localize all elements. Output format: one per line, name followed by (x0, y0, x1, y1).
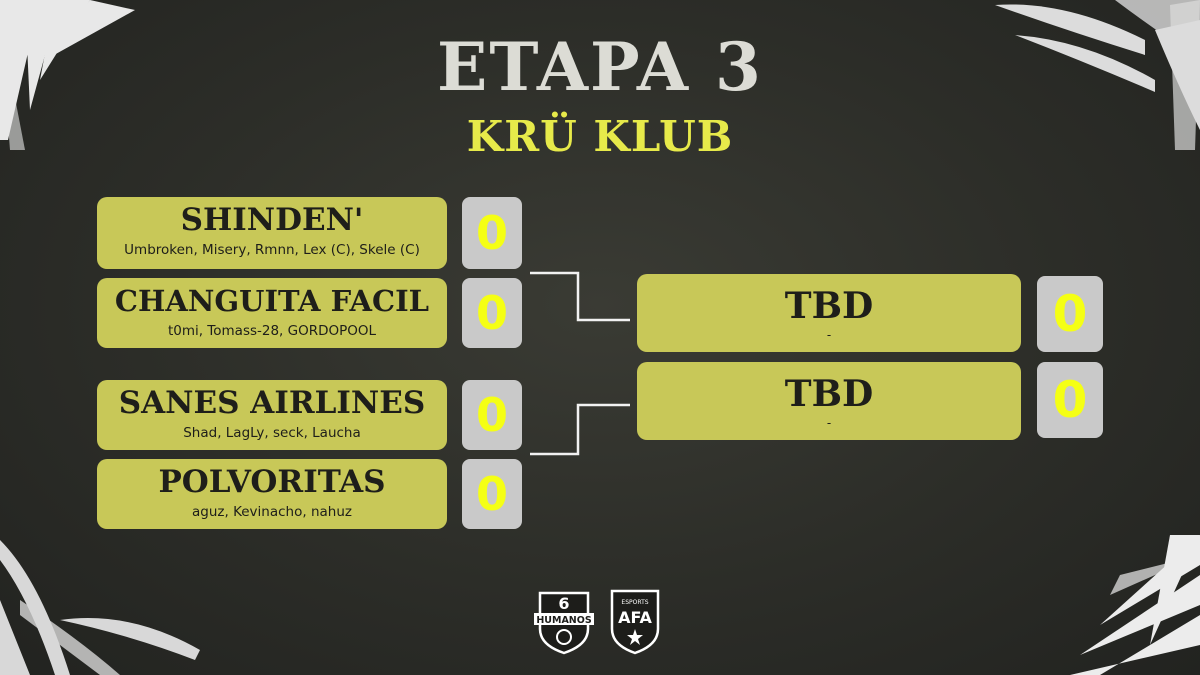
team-name: TBD (784, 373, 874, 415)
page-title: ETAPA 3 (437, 28, 763, 106)
afa-top-text: ESPORTS (621, 599, 648, 606)
team-name: SHINDEN' (180, 202, 364, 238)
team-players: - (826, 328, 832, 342)
sun-rays-bottom-left-icon (0, 540, 200, 675)
bracket-connector-top (530, 271, 630, 322)
team-name: CHANGUITA FACIL (114, 284, 430, 318)
team-card-tbd-1: TBD - (637, 274, 1021, 352)
team-card-shinden: SHINDEN' Umbroken, Misery, Rmnn, Lex (C)… (97, 197, 447, 269)
score-box: 0 (1037, 362, 1103, 438)
humanos-logo: 6 HUMANOS (534, 591, 594, 655)
score-box: 0 (462, 459, 522, 529)
bracket-connector-bottom (530, 403, 630, 456)
afa-text: AFA (618, 608, 652, 627)
afa-esports-logo: ESPORTS AFA (610, 589, 660, 655)
team-name: POLVORITAS (158, 464, 386, 500)
team-players: Umbroken, Misery, Rmnn, Lex (C), Skele (… (124, 242, 420, 258)
team-players: aguz, Kevinacho, nahuz (192, 504, 352, 520)
team-card-polvoritas: POLVORITAS aguz, Kevinacho, nahuz (97, 459, 447, 529)
team-name: TBD (784, 285, 874, 327)
score-box: 0 (462, 278, 522, 348)
team-card-tbd-2: TBD - (637, 362, 1021, 440)
humanos-number: 6 (558, 594, 569, 613)
page-subtitle: KRÜ KLUB (466, 112, 734, 161)
team-name: SANES AIRLINES (118, 385, 426, 421)
team-card-sanes-airlines: SANES AIRLINES Shad, LagLy, seck, Laucha (97, 380, 447, 450)
team-players: Shad, LagLy, seck, Laucha (183, 425, 361, 441)
team-players: t0mi, Tomass-28, GORDOPOOL (167, 323, 377, 339)
star-icon (627, 629, 643, 645)
sun-rays-top-right-icon (995, 0, 1200, 150)
score-box: 0 (462, 380, 522, 450)
sun-rays-top-left-icon (0, 0, 135, 150)
sun-rays-bottom-right-icon (1070, 535, 1200, 675)
score-box: 0 (1037, 276, 1103, 352)
team-card-changuita-facil: CHANGUITA FACIL t0mi, Tomass-28, GORDOPO… (97, 278, 447, 348)
humanos-text: HUMANOS (536, 615, 591, 626)
score-box: 0 (462, 197, 522, 269)
team-players: - (826, 416, 832, 430)
